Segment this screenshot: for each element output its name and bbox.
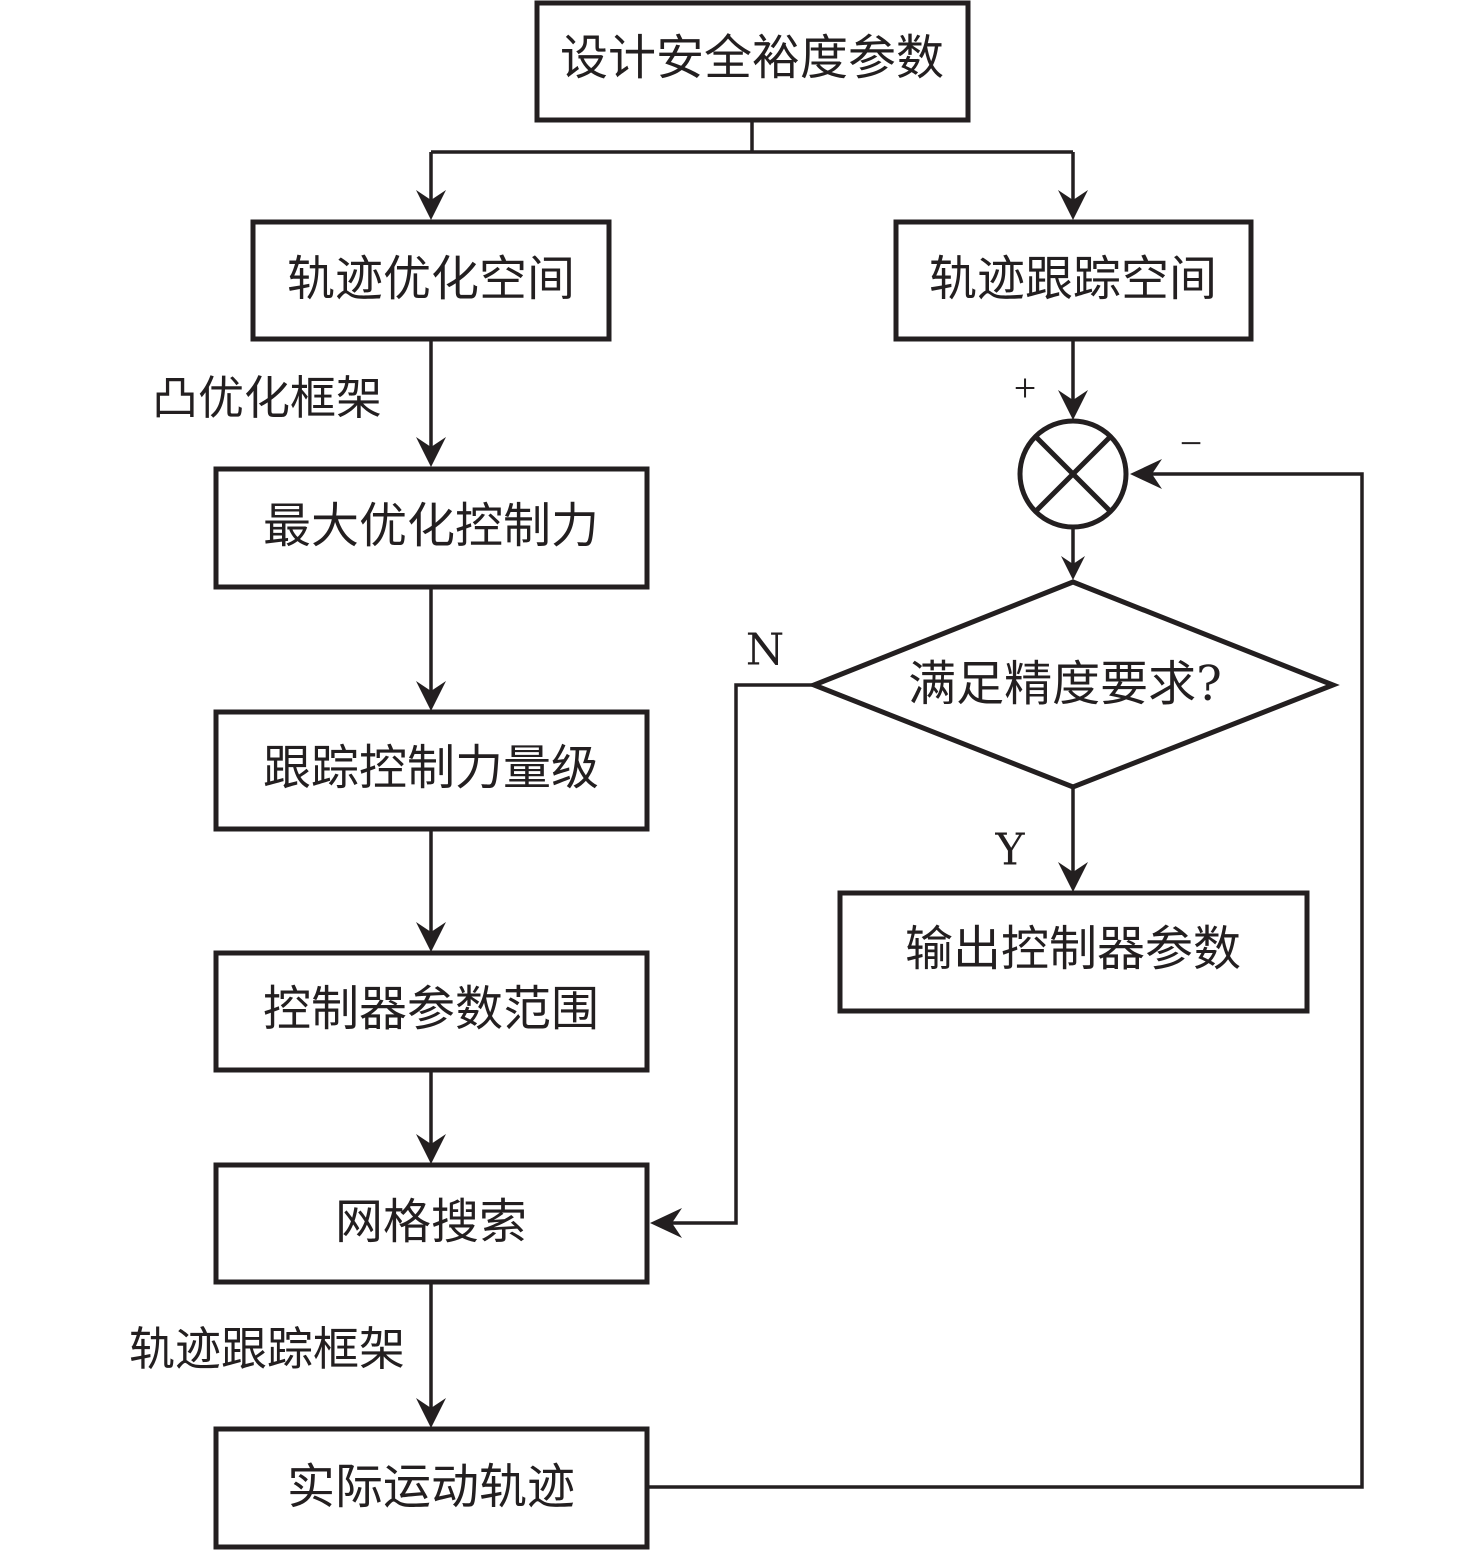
cross-icon [1034, 435, 1112, 513]
arrowhead-to-actual [416, 1398, 446, 1428]
node-actual-traj: 实际运动轨迹 [213, 1426, 650, 1550]
edge-feedback [648, 472, 1364, 1489]
node-label: 轨迹优化空间 [287, 251, 575, 307]
arrowhead-to-grid [416, 1134, 446, 1164]
minus-sign: − [1180, 421, 1203, 466]
node-max-opt-force: 最大优化控制力 [213, 466, 650, 590]
arrowhead-to-trackforce [416, 681, 446, 711]
node-label: 网格搜索 [335, 1194, 527, 1250]
edge-design-split [429, 120, 1075, 205]
node-label: 轨迹跟踪空间 [929, 251, 1217, 307]
arrowhead-to-sum-minus [1130, 459, 1162, 489]
node-design-margin: 设计安全裕度参数 [534, 0, 971, 123]
arrowhead-to-maxforce [416, 437, 446, 467]
node-label: 设计安全裕度参数 [560, 30, 944, 86]
node-label: 跟踪控制力量级 [263, 740, 599, 796]
arrowhead-no-to-grid [650, 1208, 682, 1238]
arrowhead-to-range [416, 922, 446, 952]
arrowhead-to-opt-space [416, 190, 446, 220]
edge-label-convex-framework: 凸优化框架 [152, 371, 382, 425]
node-traj-track-space: 轨迹跟踪空间 [893, 219, 1254, 342]
connectors [416, 120, 1364, 1489]
node-label: 满足精度要求? [908, 656, 1222, 712]
arrowhead-to-track-space [1058, 190, 1088, 220]
edge-label-yes: Y [994, 825, 1025, 876]
edge-check-no-to-grid [663, 683, 814, 1225]
arrowhead-to-output [1058, 862, 1088, 892]
node-label: 实际运动轨迹 [287, 1459, 575, 1515]
node-label: 最大优化控制力 [263, 498, 599, 554]
edge-label-no: N [746, 625, 785, 676]
node-label: 输出控制器参数 [905, 921, 1241, 977]
arrowhead-to-check [1061, 556, 1085, 580]
node-output-params: 输出控制器参数 [837, 890, 1310, 1014]
node-accuracy-check: 满足精度要求? [807, 579, 1340, 790]
arrowhead-to-sum-plus [1058, 390, 1088, 420]
node-traj-opt-space: 轨迹优化空间 [250, 219, 612, 342]
edge-label-tracking-framework: 轨迹跟踪框架 [129, 1322, 405, 1376]
node-grid-search: 网格搜索 [213, 1162, 650, 1285]
plus-sign: + [1014, 366, 1037, 411]
node-ctrl-param-range: 控制器参数范围 [213, 950, 650, 1073]
summing-junction [1017, 418, 1129, 530]
node-label: 控制器参数范围 [263, 981, 599, 1037]
node-track-force-mag: 跟踪控制力量级 [213, 709, 650, 832]
